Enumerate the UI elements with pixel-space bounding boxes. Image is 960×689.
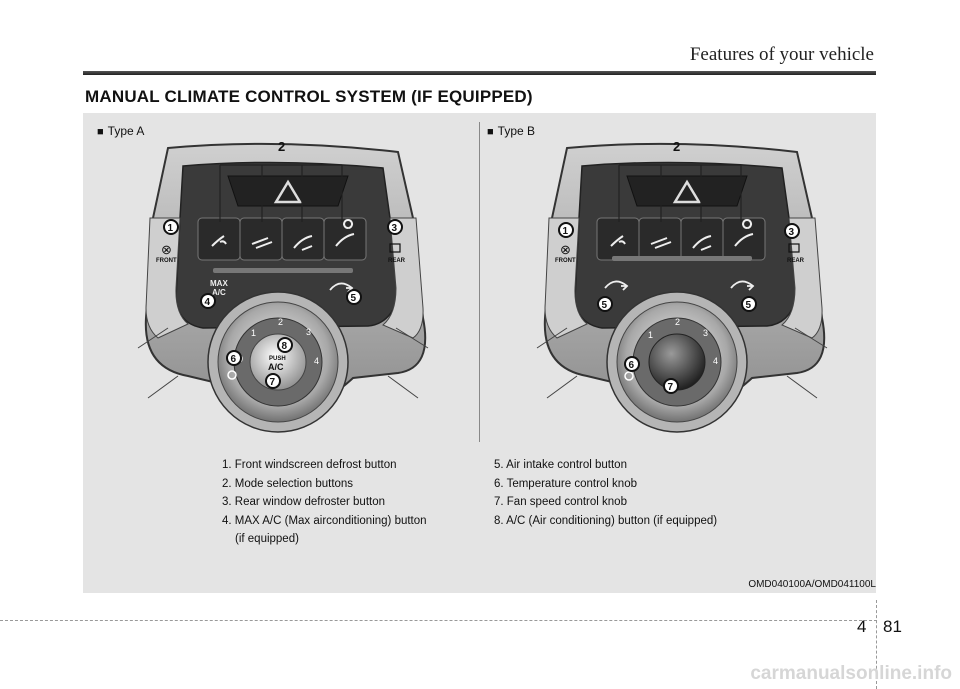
legend-item: 2. Mode selection buttons xyxy=(222,477,354,490)
max-ac-label-line2: A/C xyxy=(212,288,226,297)
legend-item: 3. Rear window defroster button xyxy=(222,496,386,508)
callout-1: 1 xyxy=(163,219,179,235)
callout-2-leaders xyxy=(219,164,343,222)
mode-buttons xyxy=(197,217,367,261)
page-number: 81 xyxy=(883,617,902,636)
type-b-label-text: Type B xyxy=(497,124,536,138)
type-b-control-panel-illustration: ⊗ FRONT REAR 2 0 1 2 3 4 1 3 5 5 6 7 xyxy=(536,139,828,433)
section-title: Features of your vehicle xyxy=(689,44,874,65)
svg-text:7: 7 xyxy=(668,382,674,393)
front-label: FRONT xyxy=(156,258,177,264)
dial-2: 2 xyxy=(278,317,283,327)
image-code: OMD040100A/OMD041100L xyxy=(748,579,876,590)
callout-7: 7 xyxy=(663,378,679,394)
fan-icon xyxy=(227,370,237,380)
hazard-button xyxy=(227,175,349,207)
front-defrost-icon: ⊗ xyxy=(161,242,172,257)
svg-text:1: 1 xyxy=(168,223,174,234)
callout-2: 2 xyxy=(278,139,285,154)
callout-7: 7 xyxy=(265,373,281,389)
footer-rule xyxy=(0,620,877,621)
type-a-label: ■Type A xyxy=(97,124,145,138)
svg-text:6: 6 xyxy=(629,360,635,371)
svg-text:4: 4 xyxy=(205,297,211,308)
legend-item: 8. A/C (Air conditioning) button (if equ… xyxy=(494,514,718,527)
legend-left: 1. Front windscreen defrost button 2. Mo… xyxy=(222,456,427,549)
callout-6: 6 xyxy=(624,356,640,372)
callout-8: 8 xyxy=(277,337,293,353)
dial-3: 3 xyxy=(703,328,708,338)
watermark: carmanualsonline.info xyxy=(750,663,952,684)
svg-text:5: 5 xyxy=(351,293,357,304)
callout-4: 4 xyxy=(200,293,216,309)
svg-text:3: 3 xyxy=(789,227,795,238)
footer-divider xyxy=(876,600,877,689)
callout-5-left: 5 xyxy=(597,296,613,312)
rear-defrost-icon xyxy=(788,243,800,253)
svg-text:5: 5 xyxy=(602,300,608,311)
callout-6: 6 xyxy=(226,350,242,366)
svg-text:5: 5 xyxy=(746,300,752,311)
left-side-panel xyxy=(544,217,588,339)
legend-item-continuation: (if equipped) xyxy=(235,533,299,545)
callout-2: 2 xyxy=(673,139,680,154)
dial-4: 4 xyxy=(713,356,718,366)
page-heading: MANUAL CLIMATE CONTROL SYSTEM (IF EQUIPP… xyxy=(85,87,533,106)
figure-divider xyxy=(479,122,480,442)
header-rule xyxy=(83,71,876,75)
dial-2: 2 xyxy=(675,317,680,327)
legend-item: 5. Air intake control button xyxy=(494,459,627,471)
legend-right: 5. Air intake control button 6. Temperat… xyxy=(494,456,717,530)
svg-text:1: 1 xyxy=(563,226,569,237)
push-label: PUSH xyxy=(269,356,286,362)
callout-5-right: 5 xyxy=(741,296,757,312)
dial-1: 1 xyxy=(251,328,256,338)
left-side-panel xyxy=(145,217,189,339)
front-defrost-icon: ⊗ xyxy=(560,242,571,257)
legend-item: 7. Fan speed control knob xyxy=(494,496,627,508)
callout-1: 1 xyxy=(558,222,574,238)
callout-5: 5 xyxy=(346,289,362,305)
chapter-number: 4 xyxy=(857,617,867,636)
callout-2-leaders xyxy=(618,164,742,222)
air-intake-recirc-icon xyxy=(730,280,755,291)
rear-defrost-icon xyxy=(389,243,401,253)
hazard-button xyxy=(626,175,748,207)
hazard-triangle-icon xyxy=(273,179,303,204)
rear-label: REAR xyxy=(787,258,805,264)
svg-text:7: 7 xyxy=(270,377,276,388)
type-a-label-text: Type A xyxy=(107,124,145,138)
type-b-label: ■Type B xyxy=(487,124,536,138)
front-label: FRONT xyxy=(555,258,576,264)
legend-item: 4. MAX A/C (Max airconditioning) button xyxy=(222,514,427,527)
callout-3: 3 xyxy=(387,219,403,235)
svg-text:6: 6 xyxy=(231,354,237,365)
dial-3: 3 xyxy=(306,327,311,337)
right-side-panel xyxy=(781,217,823,339)
vent-slot xyxy=(213,268,353,273)
dial-1: 1 xyxy=(648,330,653,340)
svg-text:3: 3 xyxy=(392,223,398,234)
dial-4: 4 xyxy=(314,356,319,366)
max-ac-label-line1: MAX xyxy=(210,279,228,288)
rear-label: REAR xyxy=(388,258,406,264)
mode-buttons xyxy=(596,217,766,261)
vent-slot xyxy=(612,256,752,261)
legend-item: 6. Temperature control knob xyxy=(494,477,637,490)
ac-label: A/C xyxy=(268,362,284,372)
legend-item: 1. Front windscreen defrost button xyxy=(222,459,397,471)
callout-3: 3 xyxy=(784,223,800,239)
air-intake-fresh-icon xyxy=(604,280,629,291)
hazard-triangle-icon xyxy=(672,179,702,204)
air-intake-icon xyxy=(329,282,354,293)
svg-text:8: 8 xyxy=(282,341,288,352)
right-side-panel xyxy=(382,217,424,339)
fan-icon xyxy=(624,371,634,381)
type-a-control-panel-illustration: ⊗ FRONT REAR 2 MAX A/C PUSH A/C 0 1 2 3 … xyxy=(137,139,429,433)
